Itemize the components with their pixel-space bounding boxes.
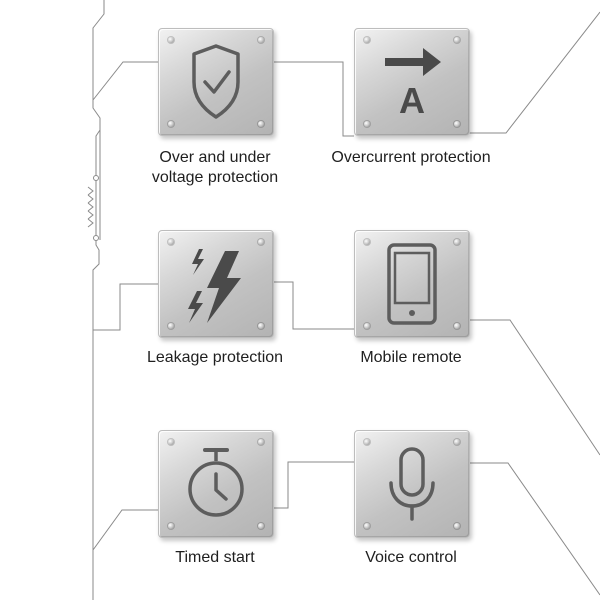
- overcurrent-protection-tile: A: [354, 28, 470, 136]
- stopwatch-icon: [188, 448, 244, 517]
- screw-icon: [364, 239, 370, 245]
- screw-icon: [258, 439, 264, 445]
- label-line: Timed start: [175, 549, 255, 566]
- lightning-bolt-icon: [188, 249, 241, 323]
- screw-icon: [364, 37, 370, 43]
- leakage-protection-tile: [158, 230, 274, 338]
- screw-icon: [364, 523, 370, 529]
- arrow-letter-a-icon: A: [385, 48, 441, 121]
- screw-icon: [258, 523, 264, 529]
- voice-control-tile: [354, 430, 470, 538]
- screw-icon: [168, 523, 174, 529]
- letter-a-glyph: A: [399, 80, 425, 121]
- screw-icon: [454, 439, 460, 445]
- label-line: Overcurrent protection: [331, 149, 491, 166]
- timed-start-tile: [158, 430, 274, 538]
- screw-icon: [364, 439, 370, 445]
- mobile-remote-tile: [354, 230, 470, 338]
- screw-icon: [364, 121, 370, 127]
- voltage-protection-tile: [158, 28, 274, 136]
- shield-check-icon: [192, 44, 240, 119]
- label-line: Mobile remote: [360, 349, 462, 366]
- leakage-protection-label: Leakage protection: [115, 348, 315, 368]
- screw-icon: [454, 239, 460, 245]
- voltage-protection-label: Over and under voltage protection: [115, 148, 315, 188]
- timed-start-label: Timed start: [115, 548, 315, 568]
- screw-icon: [454, 121, 460, 127]
- screw-icon: [168, 121, 174, 127]
- microphone-icon: [389, 447, 435, 521]
- mobile-remote-label: Mobile remote: [311, 348, 511, 368]
- screw-icon: [258, 37, 264, 43]
- label-line: Voice control: [365, 549, 457, 566]
- label-line: Leakage protection: [146, 349, 284, 366]
- screw-icon: [168, 439, 174, 445]
- screw-icon: [454, 523, 460, 529]
- screw-icon: [258, 239, 264, 245]
- screw-icon: [258, 121, 264, 127]
- screw-icon: [168, 239, 174, 245]
- overcurrent-protection-label: Overcurrent protection: [311, 148, 511, 168]
- screw-icon: [168, 323, 174, 329]
- screw-icon: [454, 323, 460, 329]
- label-line: Over and under: [159, 149, 271, 166]
- screw-icon: [258, 323, 264, 329]
- screw-icon: [168, 37, 174, 43]
- screw-icon: [364, 323, 370, 329]
- voice-control-label: Voice control: [311, 548, 511, 568]
- screw-icon: [454, 37, 460, 43]
- label-line: voltage protection: [151, 169, 279, 186]
- smartphone-icon: [387, 243, 437, 325]
